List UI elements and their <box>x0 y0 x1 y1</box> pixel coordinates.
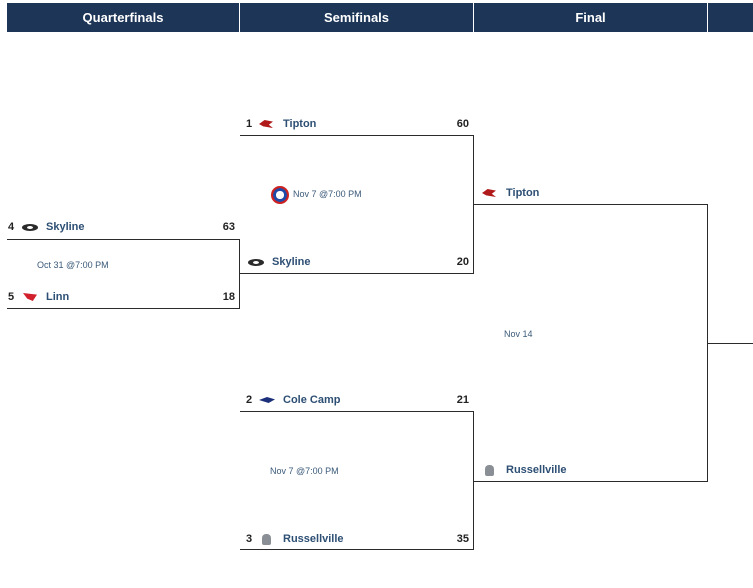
sf1-bottom-score: 20 <box>456 256 469 268</box>
sf2-game-info[interactable]: Nov 7 @7:00 PM <box>270 466 339 476</box>
sf2-top-team[interactable]: Cole Camp <box>259 394 340 406</box>
qf-bottom-team-name: Linn <box>46 291 70 303</box>
sf2-top-seed: 2 <box>246 394 253 406</box>
sf2-bottom-line <box>240 549 473 550</box>
header-semifinals: Semifinals <box>240 3 473 32</box>
final-bottom-team[interactable]: Russellville <box>482 464 567 476</box>
sf1-connector <box>473 135 474 274</box>
qf-game-info[interactable]: Oct 31 @7:00 PM <box>37 260 109 270</box>
sf1-bottom-team[interactable]: Skyline <box>248 256 311 268</box>
qf-top-team-name: Skyline <box>46 221 85 233</box>
qf-top-score: 63 <box>222 221 235 233</box>
sf2-top-score: 21 <box>456 394 469 406</box>
qf-bottom-seed: 5 <box>8 291 15 303</box>
header-next-round <box>708 3 753 32</box>
sf2-bottom-score: 35 <box>456 533 469 545</box>
sf2-bottom-seed: 3 <box>246 533 253 545</box>
qf-connector <box>239 239 240 309</box>
qf-bottom-line <box>7 308 239 309</box>
final-bottom-line <box>474 481 707 482</box>
knight-icon <box>259 533 275 545</box>
eagle-icon <box>22 221 38 233</box>
hawk-icon <box>259 394 275 406</box>
sf2-top-line <box>240 411 473 412</box>
champion-line <box>708 343 753 344</box>
final-top-team[interactable]: Tipton <box>482 187 539 199</box>
final-top-line <box>474 204 707 205</box>
final-top-team-name: Tipton <box>506 187 540 199</box>
final-game-info[interactable]: Nov 14 <box>504 329 533 339</box>
qf-bottom-score: 18 <box>222 291 235 303</box>
sf1-top-seed: 1 <box>246 118 253 130</box>
sf1-top-team[interactable]: Tipton <box>259 118 316 130</box>
sf2-connector <box>473 411 474 550</box>
header-final: Final <box>474 3 707 32</box>
eagle-icon <box>248 256 264 268</box>
qf-top-team[interactable]: Skyline <box>22 221 85 233</box>
header-quarterfinals: Quarterfinals <box>7 3 239 32</box>
sf2-bottom-team[interactable]: Russellville <box>259 533 344 545</box>
final-connector <box>707 204 708 482</box>
cardinal-icon <box>259 118 275 130</box>
sf1-bottom-team-name: Skyline <box>272 256 311 268</box>
sf2-bottom-team-name: Russellville <box>283 533 344 545</box>
knight-icon <box>482 464 498 476</box>
qf-top-line <box>7 239 239 240</box>
sf1-bottom-line <box>240 273 473 274</box>
qf-bottom-team[interactable]: Linn <box>22 291 69 303</box>
qf-top-seed: 4 <box>8 221 15 233</box>
venue-logo-icon <box>271 186 289 204</box>
sf2-top-team-name: Cole Camp <box>283 394 341 406</box>
sf1-top-team-name: Tipton <box>283 118 317 130</box>
sf1-game-info[interactable]: Nov 7 @7:00 PM <box>293 189 362 199</box>
cardinal-icon <box>482 187 498 199</box>
sf1-top-line <box>240 135 473 136</box>
linn-icon <box>22 291 38 303</box>
sf1-top-score: 60 <box>456 118 469 130</box>
final-bottom-team-name: Russellville <box>506 464 567 476</box>
